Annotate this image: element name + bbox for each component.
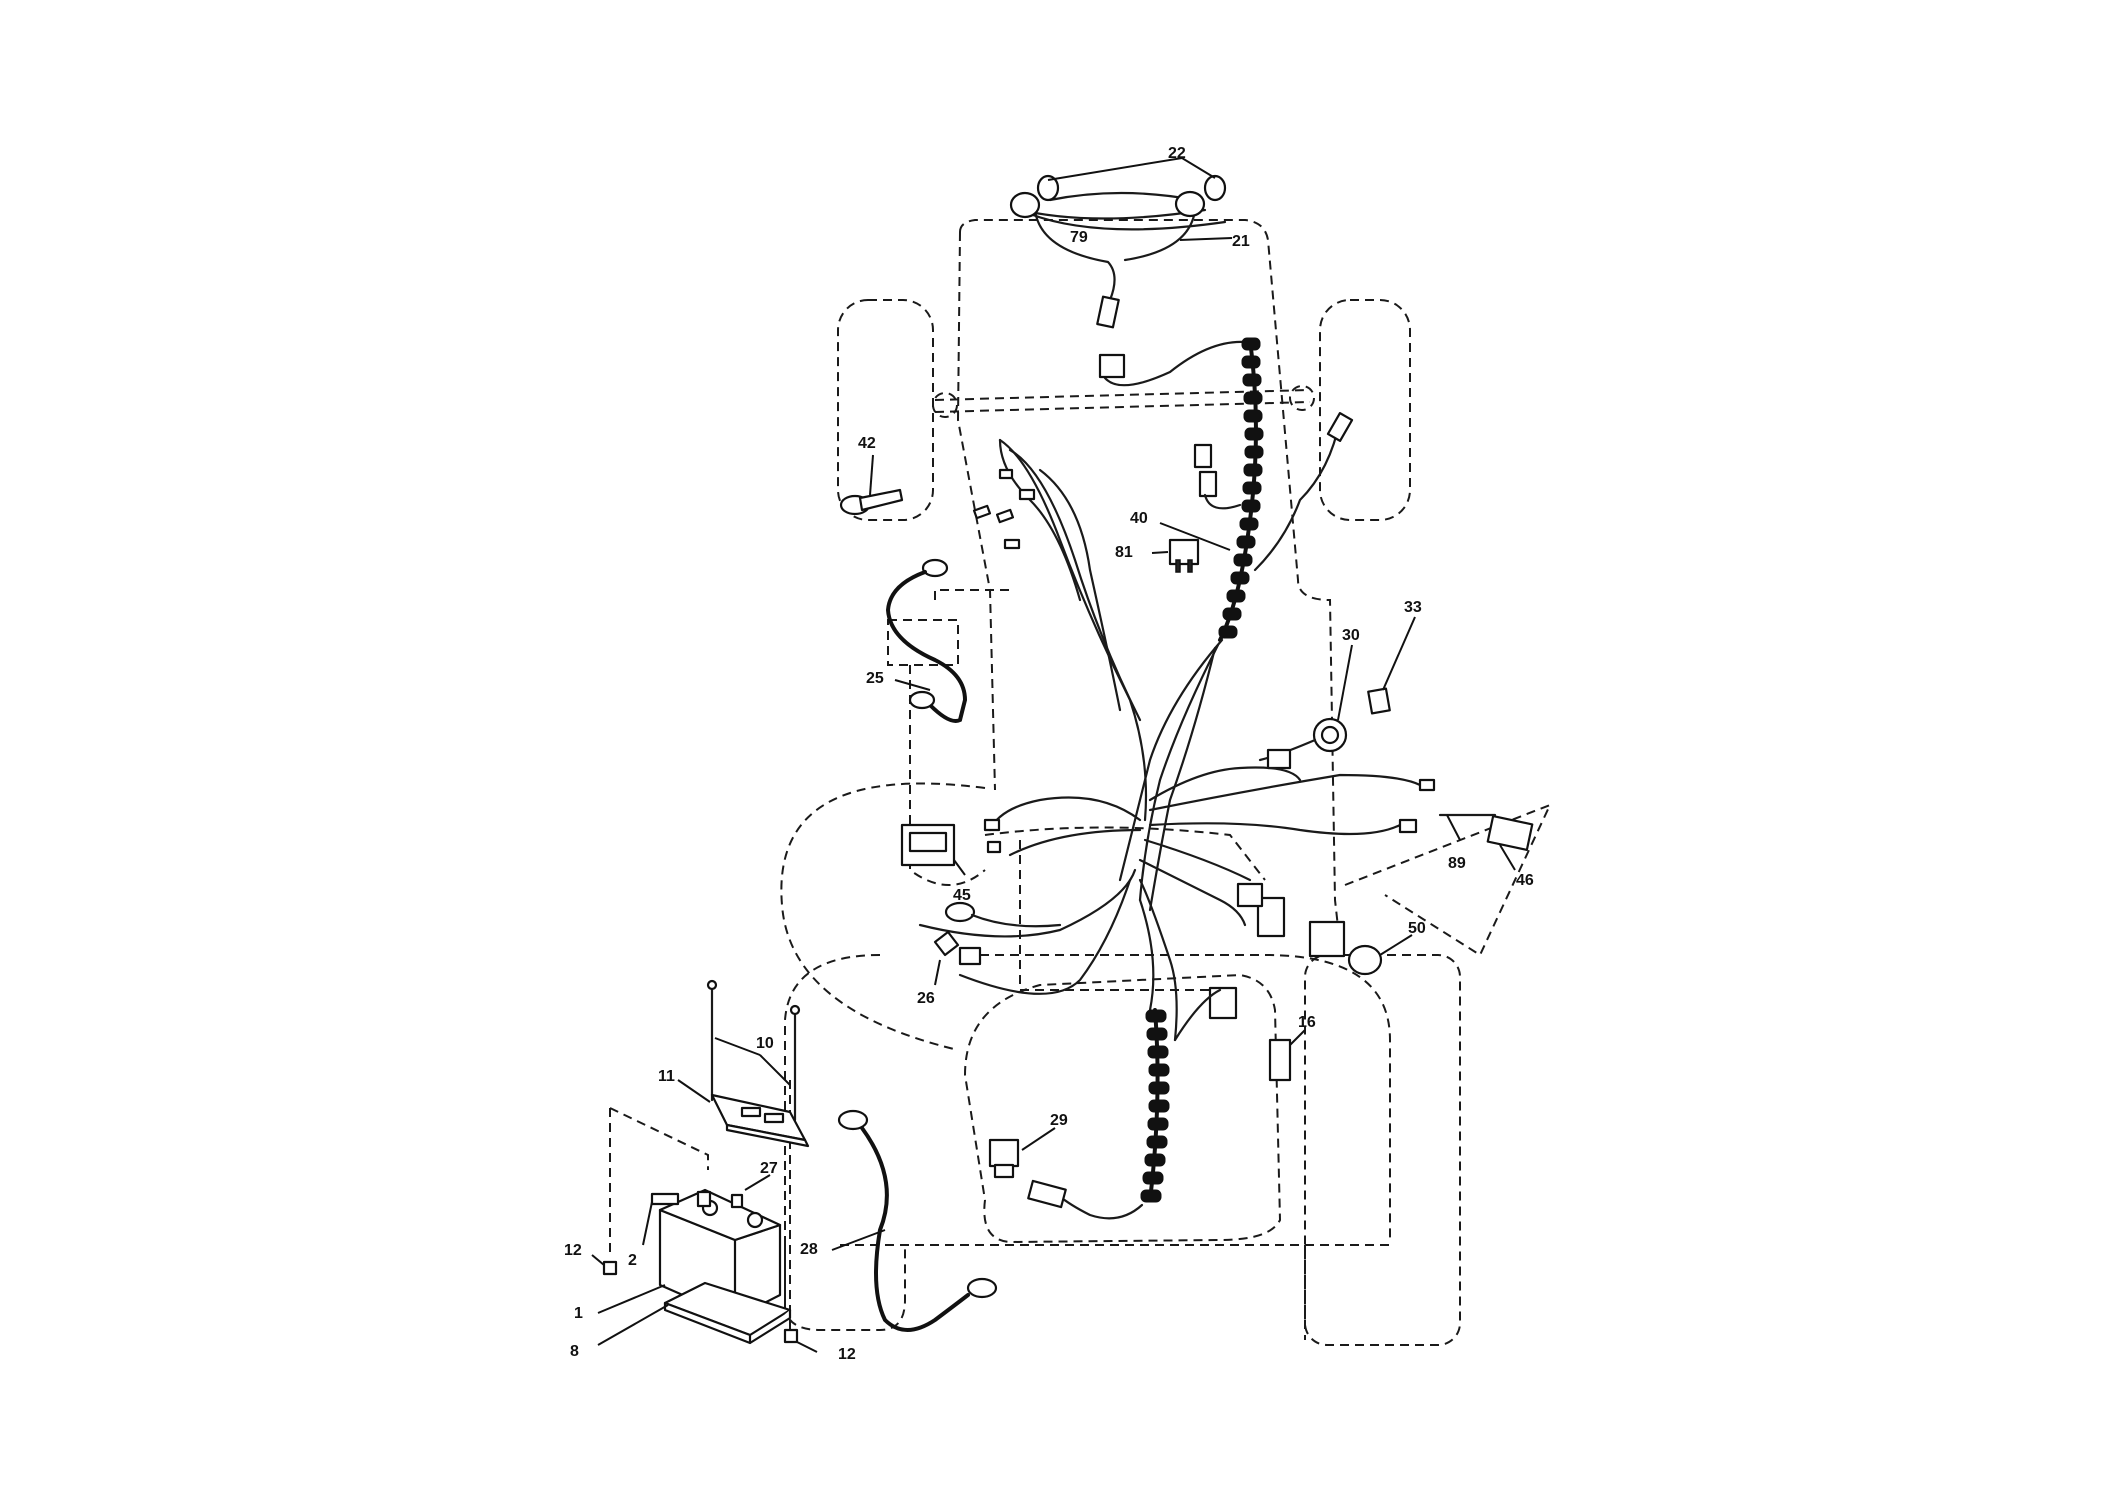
callout-29: 29 xyxy=(1050,1112,1068,1129)
callout-1: 1 xyxy=(574,1305,583,1322)
callout-81: 81 xyxy=(1115,544,1133,561)
pto-switch-50 xyxy=(1308,920,1413,976)
callout-45: 45 xyxy=(953,887,971,904)
callout-40: 40 xyxy=(1130,510,1148,527)
callout-28: 28 xyxy=(800,1241,818,1258)
switch-plate-89 xyxy=(1438,813,1497,841)
light-switch-46 xyxy=(1486,815,1534,851)
callout-10: 10 xyxy=(756,1035,774,1052)
callout-79: 79 xyxy=(1070,229,1088,246)
callout-16: 16 xyxy=(1298,1014,1316,1031)
main-wire-harness xyxy=(972,337,1354,912)
callout-8: 8 xyxy=(570,1343,579,1360)
callout-50: 50 xyxy=(1408,920,1426,937)
split-loom-upper xyxy=(1218,337,1264,639)
callout-46: 46 xyxy=(1516,872,1534,889)
callout-12-left: 12 xyxy=(564,1242,582,1259)
seat-switch-29 xyxy=(988,1127,1056,1179)
callout-89: 89 xyxy=(1448,855,1466,872)
clip-42 xyxy=(839,454,904,516)
callout-22: 22 xyxy=(1168,145,1186,162)
callout-33: 33 xyxy=(1404,599,1422,616)
callout-12-right: 12 xyxy=(838,1346,856,1363)
callout-27: 27 xyxy=(760,1160,778,1177)
callout-2: 2 xyxy=(628,1252,637,1269)
callout-25: 25 xyxy=(866,670,884,687)
callout-21: 21 xyxy=(1232,233,1250,250)
callout-11: 11 xyxy=(658,1068,675,1085)
tractor-outline xyxy=(609,219,1552,1346)
callout-42: 42 xyxy=(858,435,876,452)
fuse-26 xyxy=(933,930,982,986)
split-loom-lower xyxy=(1027,1008,1170,1220)
callout-labels: 22 79 21 42 40 81 30 33 25 89 46 45 50 2… xyxy=(564,145,1534,1363)
plug-33 xyxy=(1367,687,1391,715)
ignition-switch-30 xyxy=(1258,717,1348,770)
battery-group xyxy=(591,979,998,1353)
leader-lines xyxy=(894,522,1516,876)
headlight-assembly xyxy=(1009,156,1233,329)
plunger-switch-16 xyxy=(1268,1029,1306,1082)
callout-30: 30 xyxy=(1342,627,1360,644)
lower-harness xyxy=(900,766,1436,1042)
callout-26: 26 xyxy=(917,990,935,1007)
ground-cable-25 xyxy=(885,558,968,723)
